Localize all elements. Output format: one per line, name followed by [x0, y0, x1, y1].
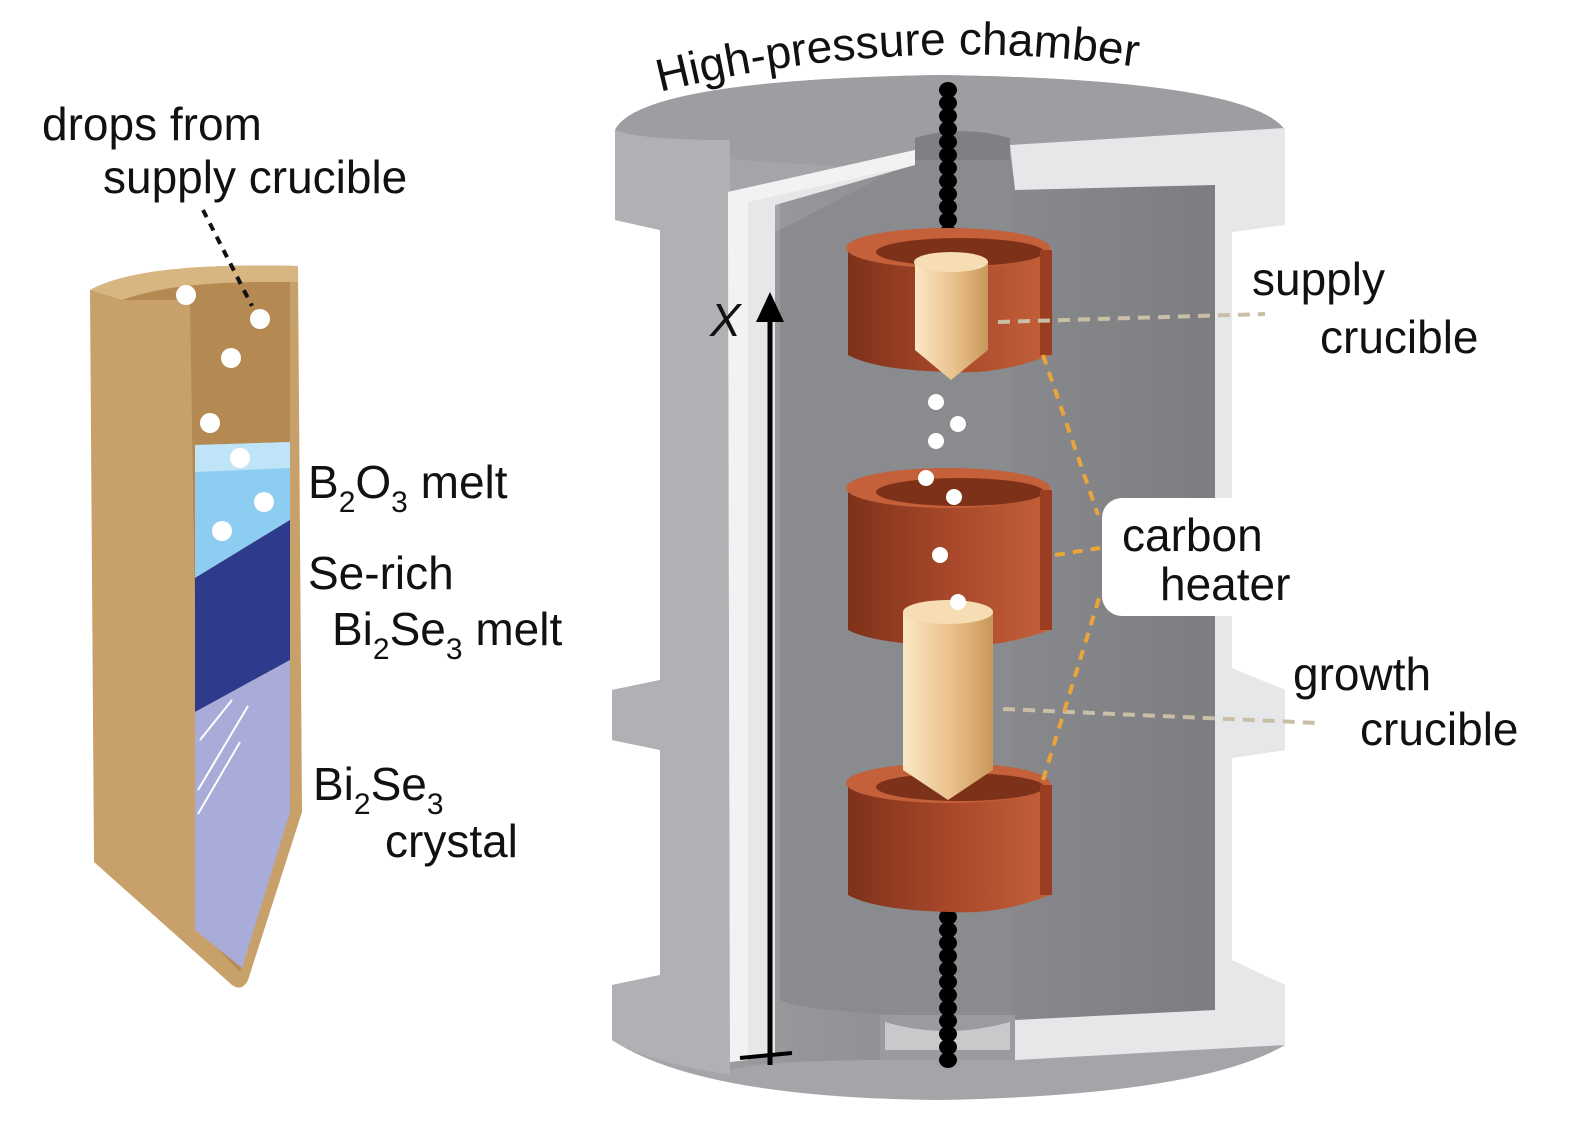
chain-bead	[939, 82, 957, 98]
se-rich-melt-layer	[195, 520, 290, 712]
growth-label-line2: crucible	[1360, 703, 1519, 755]
supply-label-line1: supply	[1252, 253, 1385, 305]
split-ring-heater-icon	[846, 228, 1052, 913]
growth-label-line1: growth	[1293, 648, 1431, 700]
drop	[950, 594, 966, 610]
supply-crucible	[914, 252, 988, 380]
drop	[946, 489, 962, 505]
bi2se3-melt-label: Bi2Se3 melt	[332, 603, 562, 666]
position-axis: X	[709, 292, 793, 1065]
drops-label-line1: drops from	[42, 98, 262, 150]
heater-leader-middle	[1054, 546, 1101, 557]
axis-label: X	[709, 294, 743, 346]
cutaway-crucible-icon	[90, 265, 302, 988]
supply-leader-line	[997, 312, 1266, 324]
bi2se3-crystal-label: Bi2Se3	[313, 758, 444, 821]
chain-bead	[939, 160, 957, 176]
chain-bead	[939, 173, 957, 189]
chain-bead	[939, 186, 957, 202]
drop	[212, 521, 232, 541]
drop	[200, 413, 220, 433]
se-rich-label: Se-rich	[308, 547, 454, 599]
drops-label-line2: supply crucible	[103, 151, 407, 203]
chain-bead	[939, 909, 957, 925]
chain-bead	[939, 948, 957, 964]
growth-crucible	[903, 600, 993, 800]
growth-leader-line	[1002, 707, 1319, 725]
supply-label-line2: crucible	[1320, 311, 1479, 363]
chain-bead	[939, 108, 957, 124]
chain-bead	[939, 1052, 957, 1068]
drop	[221, 348, 241, 368]
leader-lines	[997, 312, 1319, 781]
chain-bead	[939, 134, 957, 150]
crystal-label-line2: crystal	[385, 815, 518, 867]
chain-bead	[939, 212, 957, 228]
drops-leader-line	[201, 209, 254, 307]
heater-label-line2: heater	[1160, 558, 1290, 610]
drop	[918, 470, 934, 486]
chain-bead	[939, 922, 957, 938]
chain-bead	[939, 121, 957, 137]
drop	[250, 309, 270, 329]
b2o3-melt-layer	[195, 442, 290, 578]
chain-bead	[939, 1039, 957, 1055]
chain-bead	[939, 961, 957, 977]
axis-arrowhead-icon	[756, 292, 784, 322]
drop	[932, 547, 948, 563]
chain-bead	[939, 987, 957, 1003]
drop	[230, 448, 250, 468]
chain-bead	[939, 1000, 957, 1016]
chain-bead	[939, 95, 957, 111]
crystal-layer	[195, 660, 290, 968]
chain-bead	[939, 147, 957, 163]
chain-bead	[939, 199, 957, 215]
drop	[950, 416, 966, 432]
chain-bead	[939, 935, 957, 951]
heater-leader-bottom	[1041, 594, 1102, 781]
heater-middle	[846, 468, 1052, 647]
chain-bead	[939, 1013, 957, 1029]
heater-label-line1: carbon	[1122, 509, 1263, 561]
crucible-cutaway: drops from supply crucible B2O3 melt Se-…	[42, 98, 562, 988]
high-pressure-chamber: X carbon heater supply crucible growth c…	[612, 75, 1519, 1100]
b2o3-melt-label: B2O3 melt	[308, 456, 508, 519]
drop	[928, 433, 944, 449]
drop	[928, 394, 944, 410]
drop	[176, 285, 196, 305]
heater-label-box	[1102, 498, 1310, 616]
chain-bead	[939, 974, 957, 990]
drop	[254, 492, 274, 512]
chain-bead	[939, 1026, 957, 1042]
